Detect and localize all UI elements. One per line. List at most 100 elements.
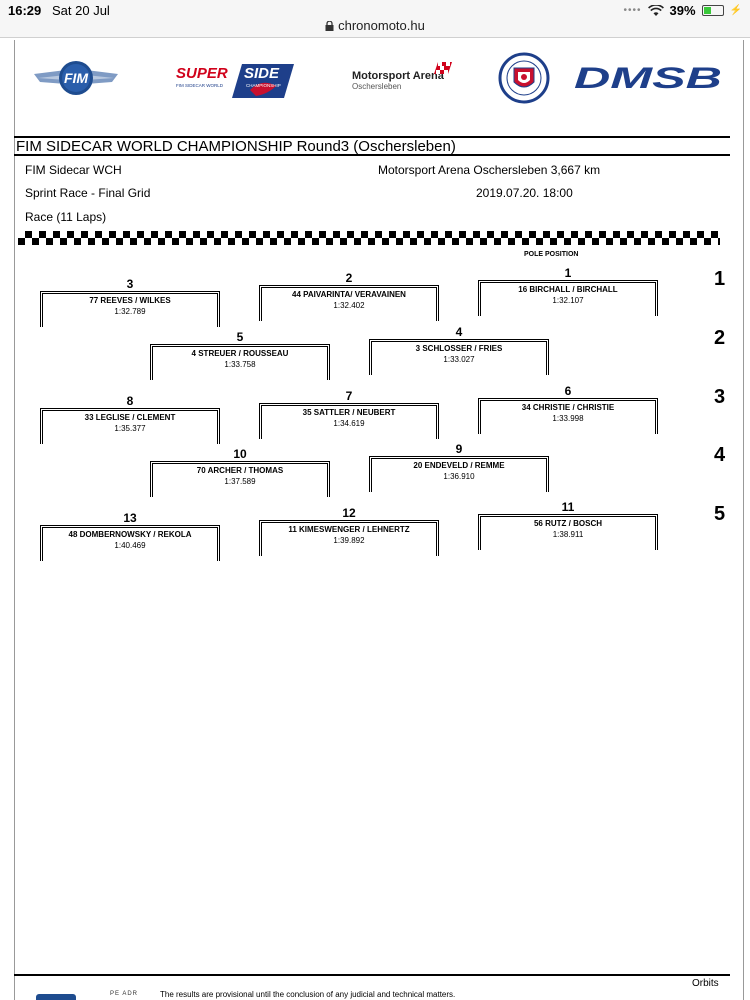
race-label: Race (11 Laps) (25, 210, 107, 224)
page-title: FIM SIDECAR WORLD CHAMPIONSHIP Round3 (O… (14, 136, 730, 156)
pole-position-label: POLE POSITION (524, 251, 579, 258)
lap-time: 1:34.619 (333, 419, 365, 428)
svg-text:DMSB: DMSB (574, 62, 722, 92)
grid-slot-11: 11 56 RUTZ / BOSCH 1:38.911 (478, 500, 658, 550)
grid-box (40, 408, 220, 444)
lap-time: 1:39.892 (333, 536, 365, 545)
series-label: FIM Sidecar WCH (25, 163, 122, 177)
grid-row-number: 2 (714, 327, 726, 349)
grid-box (478, 398, 658, 434)
grid-position: 12 (342, 506, 356, 520)
svg-text:Oschersleben: Oschersleben (352, 82, 401, 91)
grid-box (259, 520, 439, 556)
grid-position: 5 (236, 330, 244, 344)
footer-logo-fragment: PE ADR (110, 991, 139, 997)
grid-slot-4: 4 3 SCHLOSSER / FRIES 1:33.027 (369, 325, 549, 375)
grid-box (259, 285, 439, 321)
svg-text:Motorsport Arena: Motorsport Arena (352, 70, 445, 82)
rider-names: 3 SCHLOSSER / FRIES (415, 344, 503, 353)
grid-position: 11 (561, 500, 575, 514)
rider-names: 34 CHRISTIE / CHRISTIE (521, 403, 615, 412)
session-label: Sprint Race - Final Grid (25, 186, 151, 200)
svg-text:SUPER: SUPER (176, 65, 228, 82)
grid-row-number: 3 (714, 386, 726, 408)
footer-disclaimer: The results are provisional until the co… (160, 990, 456, 999)
venue-label: Motorsport Arena Oschersleben 3,667 km (378, 163, 601, 177)
fim-logo-text: FIM (64, 70, 88, 86)
lap-time: 1:37.589 (224, 477, 256, 486)
rider-names: 44 PAIVARINTA/ VERAVAINEN (292, 290, 406, 299)
grid-box (478, 280, 658, 316)
rider-names: 11 KIMESWENGER / LEHNERTZ (288, 525, 410, 534)
lap-time: 1:33.027 (443, 355, 475, 364)
grid-slot-12: 12 11 KIMESWENGER / LEHNERTZ 1:39.892 (259, 506, 439, 556)
grid-position: 8 (126, 394, 134, 408)
page-frame (14, 40, 744, 1000)
grid-slot-5: 5 4 STREUER / ROUSSEAU 1:33.758 (150, 330, 330, 380)
lap-time: 1:38.911 (552, 530, 584, 539)
datetime-label: 2019.07.20. 18:00 (476, 186, 573, 200)
status-date: Sat 20 Jul (52, 3, 110, 18)
grid-slot-8: 8 33 LEGLISE / CLEMENT 1:35.377 (40, 394, 220, 444)
grid-slot-6: 6 34 CHRISTIE / CHRISTIE 1:33.998 (478, 384, 658, 434)
address-bar[interactable]: chronomoto.hu (0, 18, 750, 33)
wifi-icon (647, 4, 664, 16)
lap-time: 1:35.377 (114, 424, 146, 433)
footer-fim-logo (36, 994, 76, 1000)
rider-names: 4 STREUER / ROUSSEAU (191, 349, 289, 358)
grid-slot-3: 3 77 REEVES / WILKES 1:32.789 (40, 277, 220, 327)
grid-position: 10 (233, 447, 247, 461)
rider-names: 16 BIRCHALL / BIRCHALL (518, 285, 618, 294)
club-crest-logo (498, 52, 550, 104)
dmsb-logo: DMSB (574, 62, 722, 92)
signal-dots-icon: •••• (623, 5, 642, 16)
grid-box (369, 456, 549, 492)
browser-chrome: 16:29 Sat 20 Jul •••• 39% ⚡ chronomoto.h… (0, 0, 750, 38)
lock-icon (325, 21, 334, 31)
rider-names: 35 SATTLER / NEUBERT (302, 408, 396, 417)
grid-box (40, 291, 220, 327)
grid-slot-10: 10 70 ARCHER / THOMAS 1:37.589 (150, 447, 330, 497)
lap-time: 1:32.402 (333, 301, 365, 310)
grid-row-number: 5 (714, 503, 726, 525)
battery-icon (701, 5, 724, 16)
grid-position: 6 (564, 384, 572, 398)
footer-brand: Orbits (692, 978, 719, 989)
charging-bolt-icon: ⚡ (729, 5, 742, 16)
motorsport-arena-logo: Motorsport Arena Oschersleben (352, 62, 452, 91)
battery-fill (703, 7, 711, 14)
rider-names: 20 ENDEVELD / REMME (413, 461, 505, 470)
grid-box (150, 461, 330, 497)
svg-text:SIDE: SIDE (244, 65, 280, 82)
rider-names: 33 LEGLISE / CLEMENT (84, 413, 176, 422)
grid-position: 13 (123, 511, 137, 525)
grid-position: 9 (455, 442, 463, 456)
fim-logo: FIM (34, 61, 118, 95)
grid-row-number: 4 (714, 444, 726, 466)
superside-logo: SUPER SIDE FIM SIDECAR WORLD CHAMPIONSHI… (176, 64, 294, 98)
grid-box (369, 339, 549, 375)
grid-box (150, 344, 330, 380)
rider-names: 70 ARCHER / THOMAS (196, 466, 284, 475)
footer-divider (14, 974, 730, 976)
grid-slot-13: 13 48 DOMBERNOWSKY / REKOLA 1:40.469 (40, 511, 220, 561)
rider-names: 77 REEVES / WILKES (89, 296, 171, 305)
svg-text:FIM SIDECAR WORLD: FIM SIDECAR WORLD (176, 83, 224, 88)
url-text: chronomoto.hu (338, 18, 425, 33)
lap-time: 1:33.998 (552, 414, 584, 423)
grid-box (478, 514, 658, 550)
lap-time: 1:36.910 (443, 472, 475, 481)
checkered-flag-stripe (18, 231, 720, 245)
grid-box (259, 403, 439, 439)
status-right: •••• 39% ⚡ (624, 3, 743, 18)
lap-time: 1:33.758 (224, 360, 256, 369)
rider-names: 48 DOMBERNOWSKY / REKOLA (68, 530, 192, 539)
logo-strip: FIM SUPER SIDE FIM SIDECAR WORLD CHAMPIO… (14, 52, 734, 104)
grid-slot-9: 9 20 ENDEVELD / REMME 1:36.910 (369, 442, 549, 492)
lap-time: 1:40.469 (114, 541, 146, 550)
rider-names: 56 RUTZ / BOSCH (533, 519, 602, 528)
grid-position: 4 (455, 325, 463, 339)
grid-position: 2 (345, 271, 353, 285)
svg-text:CHAMPIONSHIP: CHAMPIONSHIP (246, 83, 281, 88)
grid-row-number: 1 (714, 268, 726, 290)
